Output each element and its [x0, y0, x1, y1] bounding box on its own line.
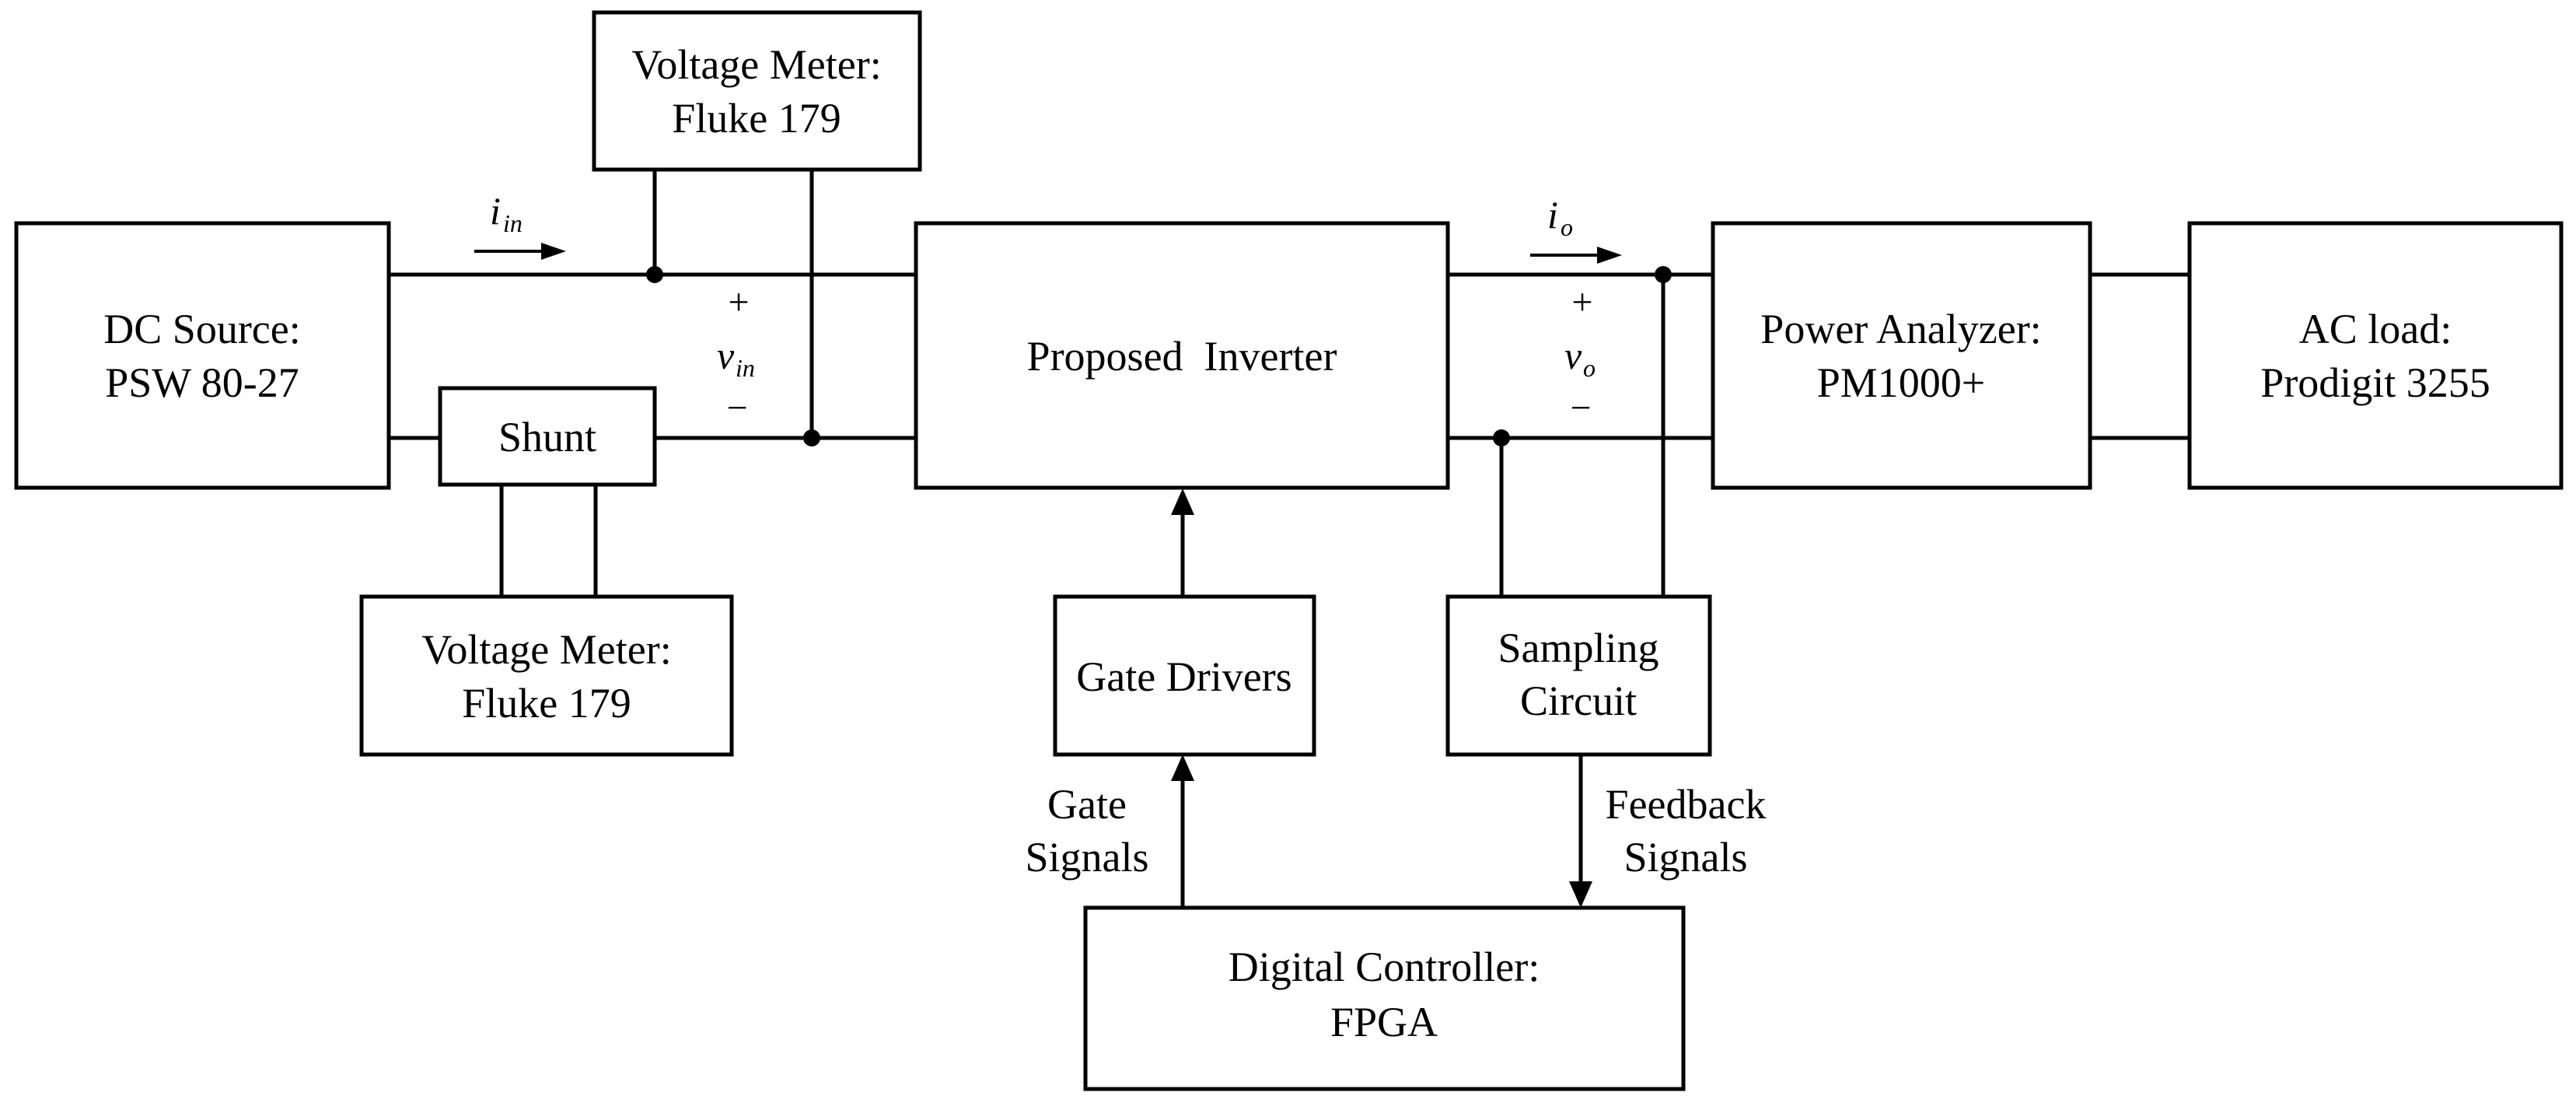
- gate-drivers-block: Gate Drivers: [1053, 594, 1316, 757]
- junction-dot-sampling-bottom: [1493, 429, 1510, 446]
- power-analyzer-model: PM1000+: [1817, 359, 1986, 406]
- output-voltage-subscript: o: [1583, 354, 1596, 382]
- input-plus-sign: +: [728, 282, 749, 323]
- digital-controller-block: Digital Controller: FPGA: [1083, 905, 1686, 1091]
- gate-drivers-box: [1053, 594, 1316, 757]
- input-current-arrowhead: [541, 243, 566, 260]
- input-current-symbol: i: [490, 189, 501, 233]
- voltage-meter-top-model: Fluke 179: [672, 95, 841, 142]
- voltage-meter-top-title: Voltage Meter:: [631, 41, 881, 88]
- sampling-circuit-block: Sampling Circuit: [1445, 594, 1712, 757]
- input-voltage-symbol: v: [717, 334, 735, 377]
- feedback-signals-line1: Feedback: [1606, 781, 1767, 828]
- inverter-box: [914, 221, 1450, 490]
- output-current-symbol: i: [1547, 193, 1558, 236]
- ac-load-box: [2187, 221, 2564, 490]
- voltage-meter-top-block: Voltage Meter: Fluke 179: [592, 10, 922, 172]
- sampling-circuit-box: [1445, 594, 1712, 757]
- gate-drivers-arrowhead: [1171, 488, 1194, 515]
- dc-source-model: PSW 80-27: [105, 359, 299, 406]
- output-voltage-label: v o: [1564, 334, 1596, 382]
- input-current-subscript: in: [503, 209, 523, 237]
- inverter-label: Proposed Inverter: [1027, 333, 1337, 380]
- gate-signals-line2: Signals: [1025, 834, 1148, 881]
- feedback-signals-arrowhead: [1569, 881, 1592, 908]
- gate-signals-line1: Gate: [1047, 781, 1127, 828]
- voltage-meter-top-box: [592, 10, 922, 172]
- power-analyzer-title: Power Analyzer:: [1760, 306, 2041, 352]
- voltage-meter-bottom-box: [359, 594, 734, 757]
- proposed-inverter-block: Proposed Inverter: [914, 221, 1450, 490]
- dc-source-block: DC Source: PSW 80-27: [14, 221, 391, 490]
- voltage-meter-bottom-model: Fluke 179: [462, 680, 631, 727]
- digital-controller-box: [1083, 905, 1686, 1091]
- gate-signals-label: Gate Signals: [1025, 781, 1148, 881]
- ac-load-model: Prodigit 3255: [2260, 359, 2490, 406]
- junction-dot-bottom-meter: [803, 429, 820, 446]
- output-current-subscript: o: [1561, 213, 1573, 241]
- power-analyzer-block: Power Analyzer: PM1000+: [1711, 221, 2092, 490]
- shunt-block: Shunt: [438, 386, 657, 487]
- output-minus-sign: −: [1570, 387, 1591, 429]
- wires: [389, 170, 2190, 908]
- input-current-label: i in: [490, 189, 523, 237]
- input-voltage-label: v in: [717, 334, 755, 382]
- sampling-circuit-line2: Circuit: [1520, 678, 1637, 724]
- ac-load-title: AC load:: [2299, 306, 2452, 352]
- output-current-arrowhead: [1597, 247, 1622, 264]
- input-voltage-subscript: in: [736, 354, 755, 382]
- digital-controller-title: Digital Controller:: [1229, 944, 1540, 990]
- power-analyzer-box: [1711, 221, 2092, 490]
- output-voltage-symbol: v: [1564, 334, 1582, 377]
- output-current-label: i o: [1547, 193, 1573, 241]
- sampling-circuit-line1: Sampling: [1498, 625, 1658, 671]
- voltage-meter-bottom-title: Voltage Meter:: [421, 626, 671, 673]
- voltage-meter-bottom-block: Voltage Meter: Fluke 179: [359, 594, 734, 757]
- shunt-label: Shunt: [498, 414, 596, 460]
- shunt-box: [438, 386, 657, 487]
- dc-source-box: [14, 221, 391, 490]
- dc-source-title: DC Source:: [103, 306, 300, 352]
- digital-controller-model: FPGA: [1330, 999, 1438, 1045]
- gate-signals-arrowhead: [1171, 755, 1194, 781]
- output-plus-sign: +: [1571, 282, 1592, 323]
- feedback-signals-label: Feedback Signals: [1606, 781, 1767, 881]
- feedback-signals-line2: Signals: [1624, 834, 1747, 881]
- input-minus-sign: −: [726, 387, 747, 429]
- gate-drivers-label: Gate Drivers: [1076, 653, 1291, 700]
- junction-dot-sampling-top: [1655, 266, 1672, 283]
- junction-dot-top-meter: [646, 266, 663, 283]
- ac-load-block: AC load: Prodigit 3255: [2187, 221, 2564, 490]
